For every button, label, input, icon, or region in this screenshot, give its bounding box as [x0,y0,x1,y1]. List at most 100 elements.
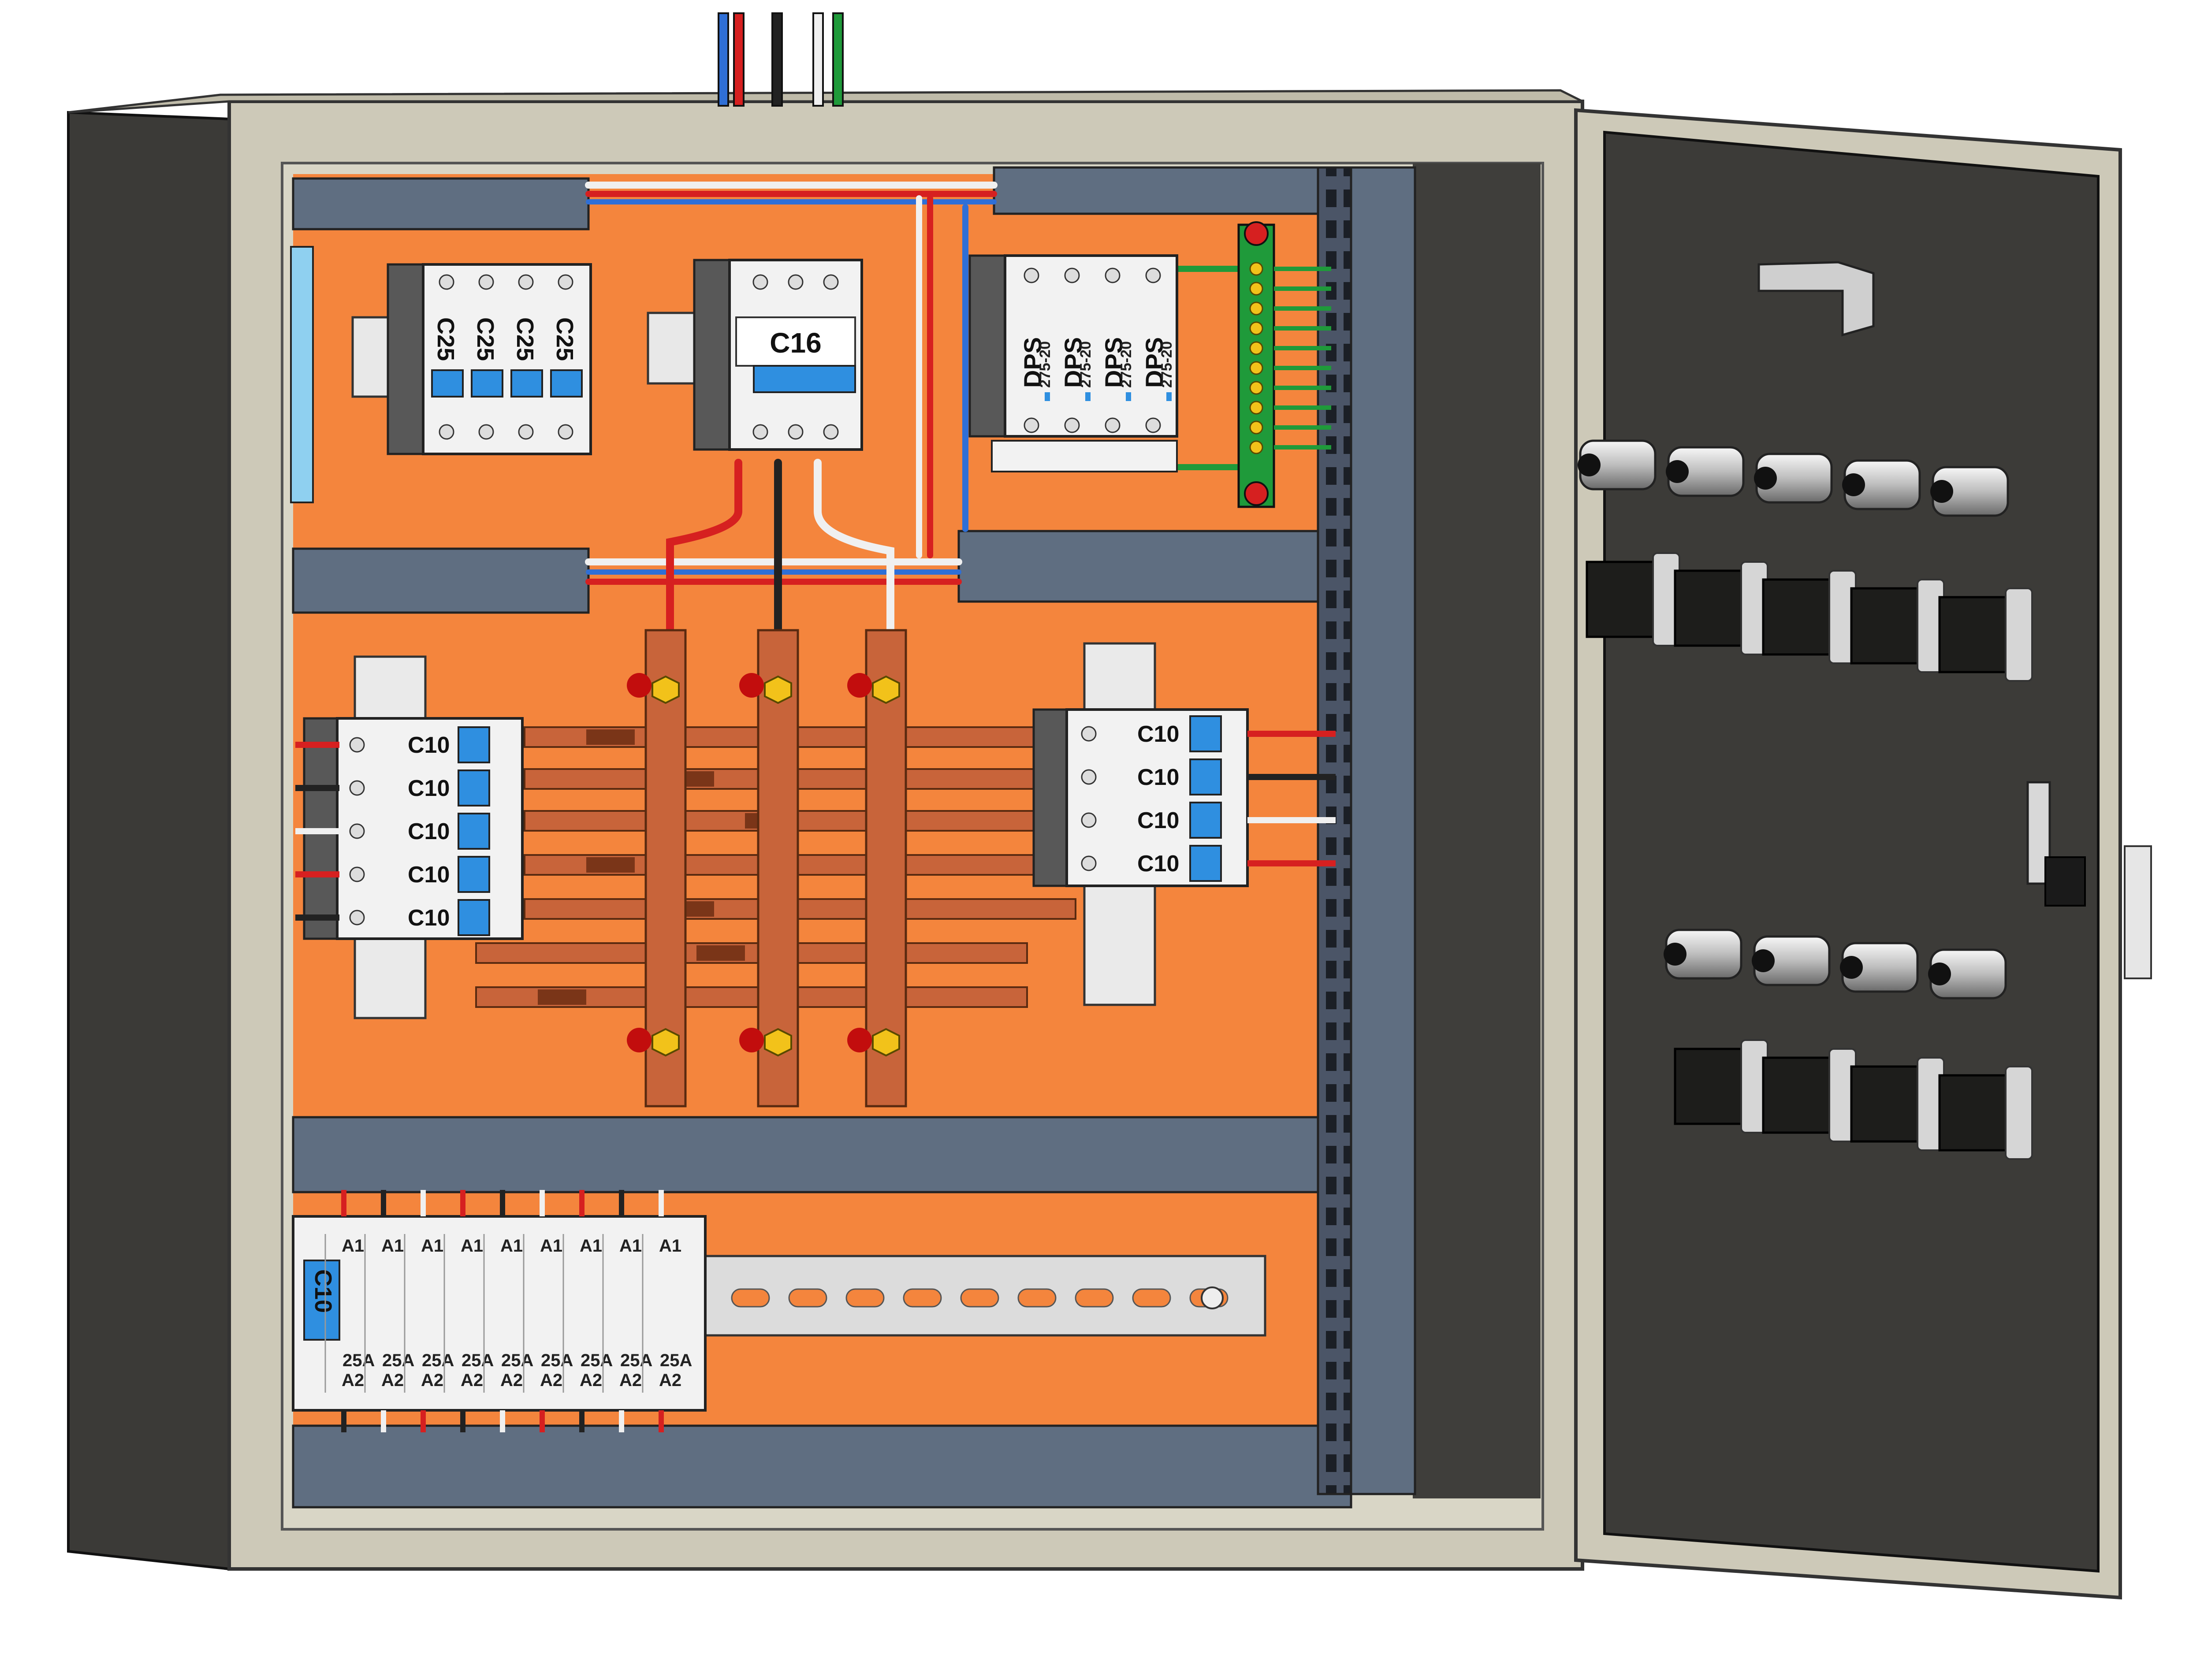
busbar-vertical-3 [865,629,907,1108]
busbar-joint [586,857,635,873]
dps-rating: 275-20 [1118,341,1135,388]
c25-top-terminal [558,274,573,290]
contactor-a1-label: A1 [580,1236,602,1256]
incoming-cables [718,12,844,107]
insulator-nut-3 [872,675,900,704]
busbar-joint [696,945,745,961]
insulator-nut-5 [764,1028,792,1057]
wire-white [812,12,824,107]
left-c10-terminal [349,910,365,925]
insulator-red-3 [847,673,872,698]
left-c10-toggle [458,769,490,807]
contactor-a1-label: A1 [540,1236,562,1256]
trunking-vertical-edge [1350,166,1416,1495]
din-rail-slot [845,1288,885,1308]
din-rail-slot [960,1288,999,1308]
left-c10-toggle [458,726,490,763]
dps-label: DPS [1019,337,1046,388]
contactor-a1-label: A1 [659,1236,681,1256]
right-c10-toggle [1189,845,1222,882]
ground-bar-bottom-mount [1244,481,1269,506]
c16-label: C16 [770,327,821,359]
ground-screw [1249,381,1263,395]
right-c10-terminal [1081,855,1097,871]
din-rail-slot [903,1288,942,1308]
insulator-red-4 [627,1028,652,1052]
busbar-vertical-2 [757,629,799,1108]
contactor-a2-label: A2 [500,1371,523,1390]
right-c10-toggle [1189,758,1222,795]
cabinet-left-side [67,111,231,1571]
right-c10-label: C10 [1137,721,1179,747]
dps-rating: 275-20 [1158,341,1175,388]
contactor-a2-label: A2 [540,1371,562,1390]
contactor-rating: 25A [541,1351,573,1370]
right-breaker-side [1032,708,1070,887]
busbar-horizontal [524,768,1076,790]
ground-screw [1249,401,1263,415]
left-terminal-strip [290,246,314,503]
breaker-side-block [387,263,429,455]
contactor-a2-label: A2 [421,1371,443,1390]
cabinet-door [1574,108,2152,1600]
contactor-a2-label: A2 [342,1371,364,1390]
c25-bottom-terminal [478,424,494,440]
right-c10-terminal [1081,726,1097,742]
cabinet-top-edge [68,89,1583,114]
dps-status-window [1085,392,1091,401]
trunking-top-left [292,177,590,230]
c25-bottom-terminal [558,424,573,440]
contactor-rating: 25A [660,1351,692,1370]
contactor-rating: 25A [382,1351,414,1370]
left-c10-label: C10 [408,776,450,801]
contactor-a1-label: A1 [342,1236,364,1256]
c16-side-block [693,259,733,451]
cabinet-inner-right-wall [1413,163,1541,1498]
ground-terminal-bar [1237,221,1331,508]
dps-status-window [1166,392,1172,401]
three-pole-breaker: C16 [647,259,863,451]
din-clip-left [351,316,394,398]
wire-c16-red [666,459,742,634]
ground-screw [1249,262,1263,276]
busbar-joint [538,989,586,1005]
door-key [2124,845,2152,979]
c25-top-terminal [439,274,454,290]
busbar-joint [586,729,635,745]
c25-label: C25 [432,317,459,361]
insulator-nut-2 [764,675,792,704]
ground-screw [1249,440,1263,454]
left-c10-label: C10 [408,819,450,844]
insulator-nut-4 [652,1028,680,1057]
ground-bar-top-mount [1244,221,1269,246]
pilot-light-lens [1928,963,1951,985]
din-rail-slot [1075,1288,1114,1308]
din-clip-c16 [647,312,698,385]
internal-wiring [585,182,1242,634]
contactor-rating: 25A [501,1351,533,1370]
contactor-rating: 25A [581,1351,613,1370]
pilot-light-lens [1930,480,1953,503]
wire-black [771,12,783,107]
door-top-lock [1757,261,1875,337]
contactor-a2-label: A2 [659,1371,681,1390]
c25-label: C25 [472,317,499,361]
left-c10-label: C10 [408,862,450,888]
wire-c16-white [814,459,894,634]
din-rail-slot [731,1288,770,1308]
c16-terminal-2 [788,274,804,290]
ground-screw [1249,282,1263,296]
left-c10-terminal [349,866,365,882]
wire-green [832,12,844,107]
left-c10-terminal [349,737,365,753]
pilot-light-lens [1754,467,1777,490]
dps-body [1004,254,1178,438]
contactor-rating: 25A [620,1351,652,1370]
dps-status-window [1045,392,1050,401]
insulator-nut-1 [652,675,680,704]
c16-terminal-3 [823,274,839,290]
dps-top-terminal [1064,268,1080,283]
